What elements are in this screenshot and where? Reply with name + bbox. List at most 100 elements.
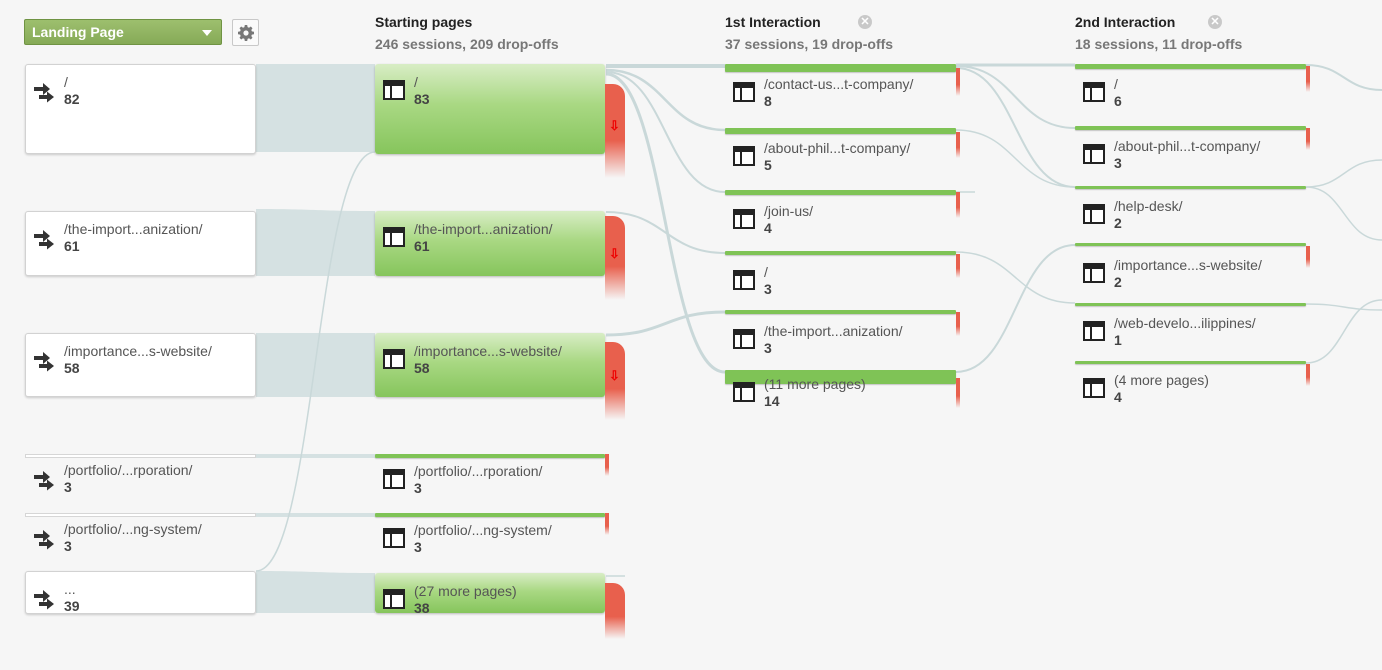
- dropoff-bar[interactable]: [956, 254, 960, 278]
- page-layout-icon: [383, 227, 405, 247]
- close-icon[interactable]: ✕: [858, 15, 872, 29]
- flow-band: [256, 64, 375, 152]
- dropoff-icon: ⇩: [609, 368, 620, 383]
- page-icon-wrap: [1083, 263, 1105, 288]
- first-interaction-node[interactable]: [725, 310, 956, 314]
- first-interaction-node[interactable]: [725, 370, 956, 384]
- chevron-down-icon: [202, 30, 212, 36]
- flow-line: [1305, 186, 1382, 241]
- entrance-arrows-icon: [34, 590, 54, 610]
- page-layout-icon: [383, 528, 405, 548]
- first-interaction-node[interactable]: [725, 128, 956, 134]
- page-layout-icon: [1083, 378, 1105, 398]
- page-icon-wrap: [1083, 321, 1105, 346]
- page-layout-icon: [733, 209, 755, 229]
- flow-line: [605, 310, 726, 337]
- starting-page-node[interactable]: [375, 211, 605, 276]
- dropoff-bar[interactable]: [605, 513, 609, 535]
- page-icon-wrap: [383, 469, 405, 494]
- flow-line: [1305, 299, 1382, 364]
- landing-icon-wrap: [33, 80, 57, 109]
- landing-icon-wrap: [33, 527, 57, 556]
- entrance-arrows-icon: [34, 230, 54, 250]
- dropoff-bar[interactable]: [1306, 246, 1310, 268]
- dropoff-bar[interactable]: [956, 192, 960, 218]
- first-interaction-node[interactable]: [725, 251, 956, 255]
- column-summary: 18 sessions, 11 drop-offs: [1075, 36, 1243, 52]
- second-interaction-node[interactable]: [1075, 186, 1306, 189]
- dropoff-icon: ⇩: [609, 118, 620, 133]
- page-layout-icon: [1083, 321, 1105, 341]
- page-icon-wrap: [383, 227, 405, 252]
- dropoff-bar[interactable]: [956, 132, 960, 158]
- dimension-dropdown[interactable]: Landing Page: [24, 19, 222, 45]
- second-interaction-node[interactable]: [1075, 126, 1306, 130]
- dropoff-bar[interactable]: [605, 454, 609, 476]
- second-interaction-node[interactable]: [1075, 361, 1306, 364]
- dropoff-bar[interactable]: [605, 216, 625, 300]
- landing-icon-wrap: [33, 349, 57, 378]
- page-icon-wrap: [733, 209, 755, 234]
- dimension-dropdown-label: Landing Page: [32, 24, 124, 40]
- landing-page-node[interactable]: [25, 513, 256, 517]
- page-icon-wrap: [1083, 378, 1105, 403]
- dropoff-bar[interactable]: [1306, 66, 1310, 92]
- starting-page-node[interactable]: [375, 454, 605, 458]
- first-interaction-node[interactable]: [725, 64, 956, 72]
- starting-page-node[interactable]: [375, 64, 605, 154]
- second-interaction-node[interactable]: [1075, 243, 1306, 246]
- dropoff-bar[interactable]: [605, 583, 625, 639]
- page-icon-wrap: [383, 528, 405, 553]
- page-icon-wrap: [1083, 82, 1105, 107]
- page-layout-icon: [383, 80, 405, 100]
- starting-page-node[interactable]: [375, 333, 605, 397]
- first-interaction-node[interactable]: [725, 190, 956, 195]
- settings-button[interactable]: [232, 19, 259, 46]
- flow-band: [256, 571, 375, 613]
- flow-line: [955, 67, 1076, 188]
- starting-page-node[interactable]: [375, 513, 605, 517]
- column-title: Starting pages: [375, 14, 473, 30]
- page-layout-icon: [383, 349, 405, 369]
- starting-page-node[interactable]: [375, 573, 605, 613]
- flow-line: [1305, 159, 1382, 188]
- page-layout-icon: [1083, 82, 1105, 102]
- second-interaction-node[interactable]: [1075, 303, 1306, 306]
- flow-line: [955, 244, 1076, 373]
- entrance-arrows-icon: [34, 83, 54, 103]
- page-layout-icon: [383, 469, 405, 489]
- page-icon-wrap: [383, 80, 405, 105]
- dropoff-icon: ⇩: [609, 246, 620, 261]
- page-layout-icon: [1083, 144, 1105, 164]
- flow-band: [256, 454, 375, 458]
- dropoff-bar[interactable]: [1306, 364, 1310, 386]
- page-layout-icon: [733, 270, 755, 290]
- page-icon-wrap: [383, 349, 405, 374]
- landing-page-node[interactable]: [25, 64, 256, 154]
- dropoff-bar[interactable]: [956, 312, 960, 336]
- dropoff-bar[interactable]: [956, 378, 960, 408]
- page-icon-wrap: [733, 146, 755, 171]
- landing-icon-wrap: [33, 468, 57, 497]
- landing-page-node[interactable]: [25, 211, 256, 276]
- close-icon[interactable]: ✕: [1208, 15, 1222, 29]
- page-layout-icon: [733, 146, 755, 166]
- landing-page-node[interactable]: [25, 571, 256, 614]
- dropoff-bar[interactable]: [605, 84, 625, 178]
- flow-line: [605, 71, 726, 193]
- page-icon-wrap: [1083, 144, 1105, 169]
- flow-band: [256, 209, 375, 276]
- entrance-arrows-icon: [34, 530, 54, 550]
- landing-icon-wrap: [33, 227, 57, 256]
- dropoff-bar[interactable]: [1306, 128, 1310, 150]
- page-icon-wrap: [733, 329, 755, 354]
- landing-page-node[interactable]: [25, 333, 256, 397]
- column-title: 1st Interaction: [725, 14, 821, 30]
- dropoff-bar[interactable]: [956, 68, 960, 96]
- second-interaction-node[interactable]: [1075, 64, 1306, 69]
- dropoff-bar[interactable]: [605, 342, 625, 420]
- page-icon-wrap: [733, 382, 755, 407]
- column-title: 2nd Interaction: [1075, 14, 1176, 30]
- landing-page-node[interactable]: [25, 454, 256, 458]
